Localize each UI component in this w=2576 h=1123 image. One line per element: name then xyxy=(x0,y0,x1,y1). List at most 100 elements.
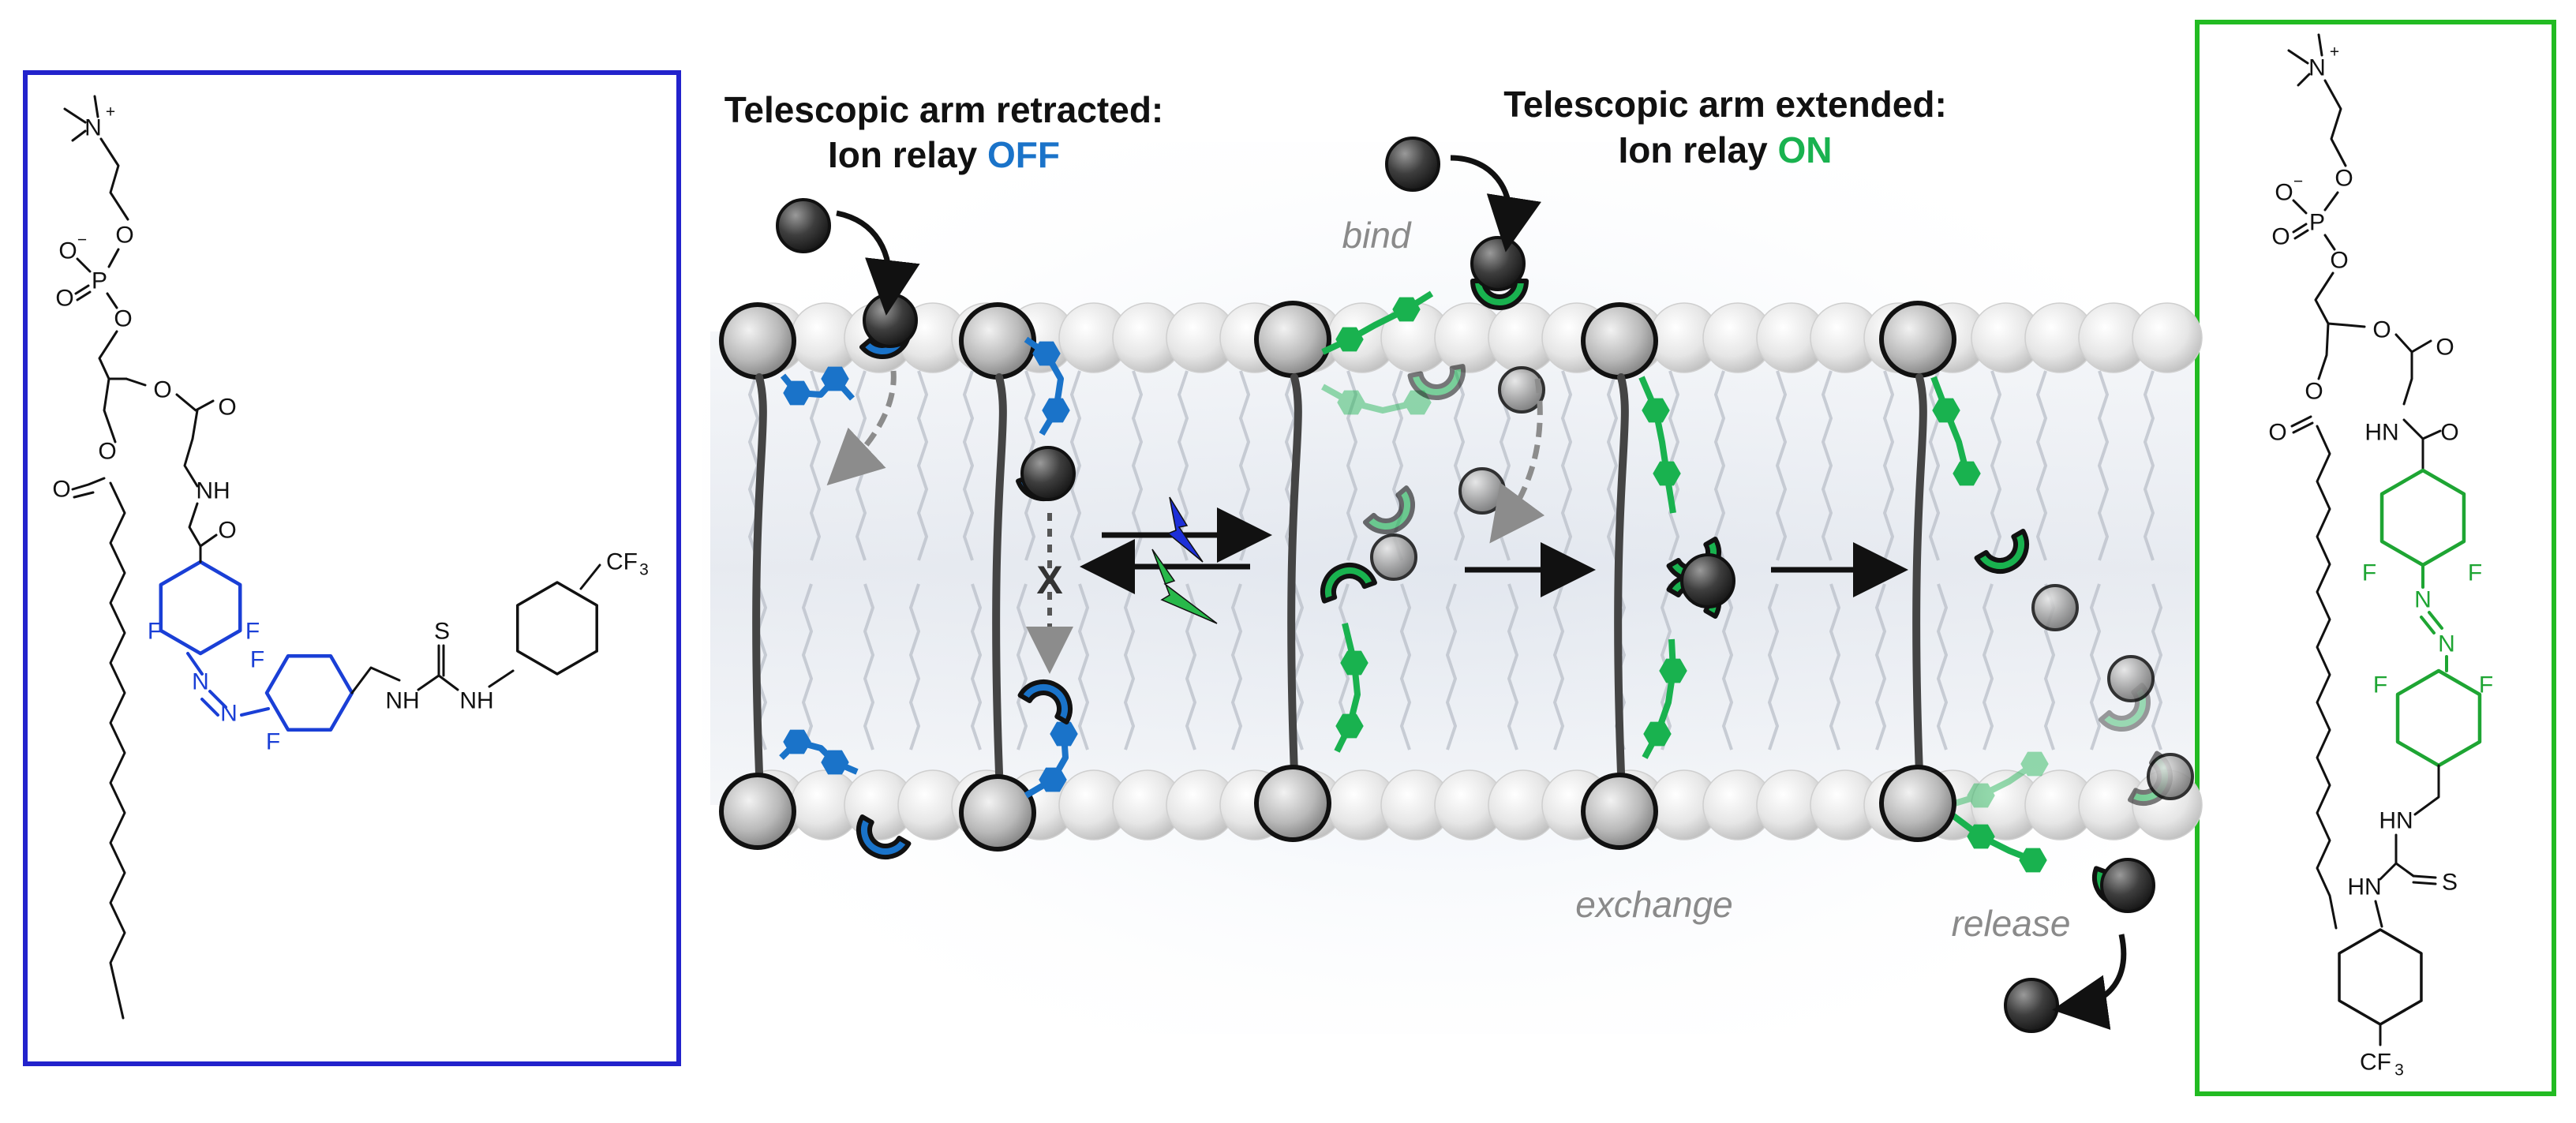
bond-chain xyxy=(417,674,459,691)
amide-hn: HN xyxy=(2364,420,2398,446)
header-off-line1: Telescopic arm retracted: xyxy=(724,89,1164,130)
bond-chain xyxy=(188,502,202,548)
bond-chain xyxy=(2317,322,2330,380)
arm-ring xyxy=(1653,461,1681,486)
plus-charge: + xyxy=(106,103,115,122)
arm-ring xyxy=(1967,783,1995,808)
oxygen-atom: O xyxy=(115,223,133,249)
arm-ring xyxy=(1642,398,1670,423)
arm-ring xyxy=(821,366,849,391)
oxygen-atom: O xyxy=(218,518,236,544)
azobenzene-arm xyxy=(1638,376,1681,514)
nitrogen-atom: N xyxy=(2308,55,2326,81)
arm-ring xyxy=(1659,658,1687,683)
ion-sphere xyxy=(863,293,918,348)
receptor-cup-shape xyxy=(1362,485,1415,534)
arm-ring xyxy=(1032,341,1061,366)
arm-ring xyxy=(1335,713,1364,739)
state-on-label: ON xyxy=(1777,129,1832,170)
ion-sphere xyxy=(2100,858,2155,913)
arm-linker xyxy=(1947,810,2035,863)
bond xyxy=(208,690,227,709)
nitrogen-atom: N xyxy=(192,669,209,695)
sulfur-atom: S xyxy=(2442,870,2458,896)
lipid-tail-upper xyxy=(2097,370,2110,561)
probe-stem xyxy=(1614,373,1629,777)
oxygen-atom: O xyxy=(114,306,132,332)
nitrogen-atom: N xyxy=(2414,587,2432,613)
oxygen-atom: O xyxy=(2440,420,2458,446)
bond xyxy=(2374,900,2383,928)
azobenzene-arm xyxy=(780,366,856,406)
header-on-line2: Ion relay ON xyxy=(1619,129,1833,170)
fluorine-atom: F xyxy=(2362,560,2376,586)
arm-ring xyxy=(1953,461,1981,486)
left-molecule-bonds xyxy=(63,95,601,1020)
header-off-line2: Ion relay OFF xyxy=(828,134,1060,175)
oxygen-atom: O xyxy=(2330,248,2348,274)
lipid-headgroup xyxy=(2132,302,2203,373)
bond-chain xyxy=(99,137,129,221)
lipid-tail-lower xyxy=(1874,583,1887,751)
bond xyxy=(76,257,92,273)
oxygen-atom: O xyxy=(2372,317,2391,343)
lipid-tail-lower xyxy=(1507,583,1519,751)
arm-ring xyxy=(1340,650,1368,676)
arm-ring xyxy=(783,380,811,406)
arm-ring xyxy=(1050,721,1078,747)
bond-chain xyxy=(2394,333,2432,354)
receptor-cup-shape xyxy=(1320,563,1377,604)
fluorine-atom: F xyxy=(266,729,280,755)
bind-arrow-on xyxy=(1450,155,1541,253)
ester-oxygen-atom: O xyxy=(52,477,70,503)
receptor-cup-icon xyxy=(856,814,912,859)
bond xyxy=(125,377,147,387)
oxygen-atom: O xyxy=(55,286,73,312)
bond xyxy=(2292,421,2314,434)
bond-chain xyxy=(71,477,106,491)
arm-ring xyxy=(1039,767,1067,792)
oxygen-atom: O xyxy=(98,439,116,465)
cf3-subscript: 3 xyxy=(639,561,649,579)
probe-headgroup xyxy=(1254,301,1331,378)
fluorine-atom: F xyxy=(148,619,162,645)
lipid-tail-upper xyxy=(962,370,975,561)
arm-ring xyxy=(2020,751,2049,777)
receptor-cup-shape xyxy=(1017,679,1073,724)
ions xyxy=(776,137,2194,1033)
lipid-tail-upper xyxy=(1131,370,1144,561)
lipid-tail-lower xyxy=(1982,583,1994,751)
receptor-cup-icon xyxy=(1407,364,1466,400)
label-release: release xyxy=(1952,903,2071,944)
bottom-leaflet-headgroups xyxy=(736,769,2203,840)
bond xyxy=(2412,874,2437,879)
azobenzene-arm xyxy=(1948,751,2049,808)
bond-chain xyxy=(2402,350,2413,406)
lipid-tail-upper xyxy=(809,370,822,561)
header-on-line1: Telescopic arm extended: xyxy=(1503,84,1947,125)
lipid-tail-upper xyxy=(1606,370,1619,561)
arm-linker xyxy=(1948,761,2037,808)
benzene-ring xyxy=(2395,668,2482,768)
bond-chain xyxy=(98,330,128,380)
nitrogen-atom: N xyxy=(2438,631,2455,657)
benzene-ring xyxy=(264,653,354,732)
probe-headgroup xyxy=(1581,773,1658,850)
oxygen-atom: O xyxy=(153,377,171,403)
lipid-tail-lower xyxy=(1552,583,1565,751)
probe-headgroup xyxy=(719,302,796,380)
arm-ring xyxy=(821,750,849,775)
bond xyxy=(2293,229,2309,240)
lipid-tail-upper xyxy=(1990,370,2002,561)
lipid-tail-lower xyxy=(1767,583,1780,751)
bond xyxy=(71,129,87,142)
lipid-tail-upper xyxy=(2035,370,2048,561)
arm-ring xyxy=(1337,390,1365,415)
lipid-tail-upper xyxy=(1713,370,1726,561)
lipid-tail-upper xyxy=(1453,370,1466,561)
label-exchange: exchange xyxy=(1575,884,1733,925)
